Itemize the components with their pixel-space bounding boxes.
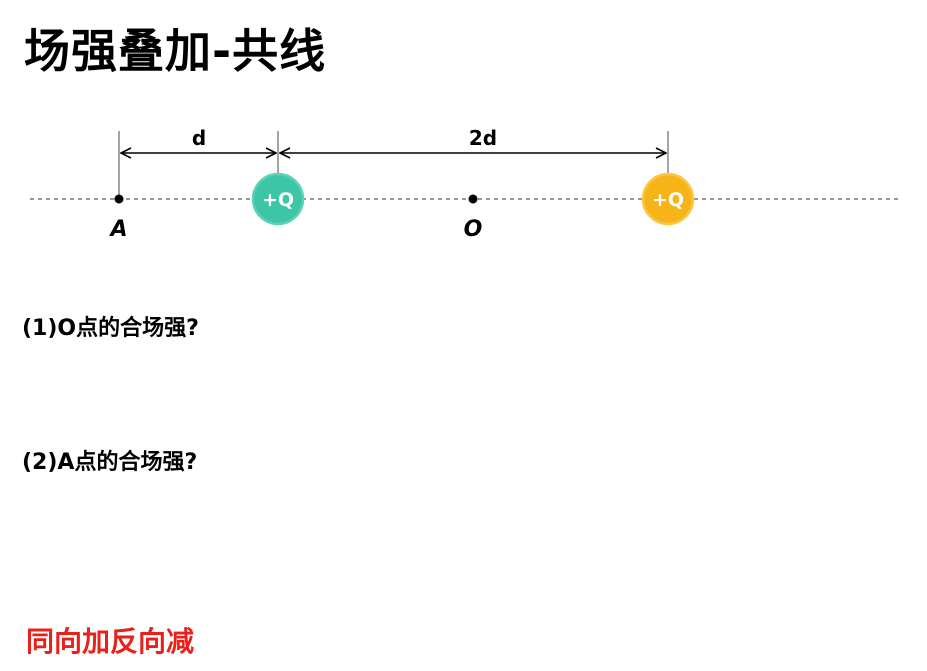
charge-2: +Q bbox=[641, 172, 695, 226]
charge-1-label: +Q bbox=[262, 189, 294, 211]
charge-1-circle bbox=[251, 172, 305, 226]
dimension-label-2d: 2d bbox=[469, 126, 497, 150]
summary-rule: 同向加反向减 bbox=[26, 625, 195, 658]
point-a-label: A bbox=[108, 217, 127, 242]
question-2: (2)A点的合场强? bbox=[22, 450, 198, 475]
dimension-label-d: d bbox=[192, 126, 206, 150]
question-1: (1)O点的合场强? bbox=[22, 316, 199, 341]
charge-2-circle bbox=[641, 172, 695, 226]
page-title: 场强叠加-共线 bbox=[24, 24, 327, 78]
point-o-dot bbox=[468, 194, 478, 204]
point-a-dot bbox=[114, 194, 124, 204]
charge-2-label: +Q bbox=[652, 189, 684, 211]
point-o-label: O bbox=[464, 217, 483, 242]
charge-1: +Q bbox=[251, 172, 305, 226]
